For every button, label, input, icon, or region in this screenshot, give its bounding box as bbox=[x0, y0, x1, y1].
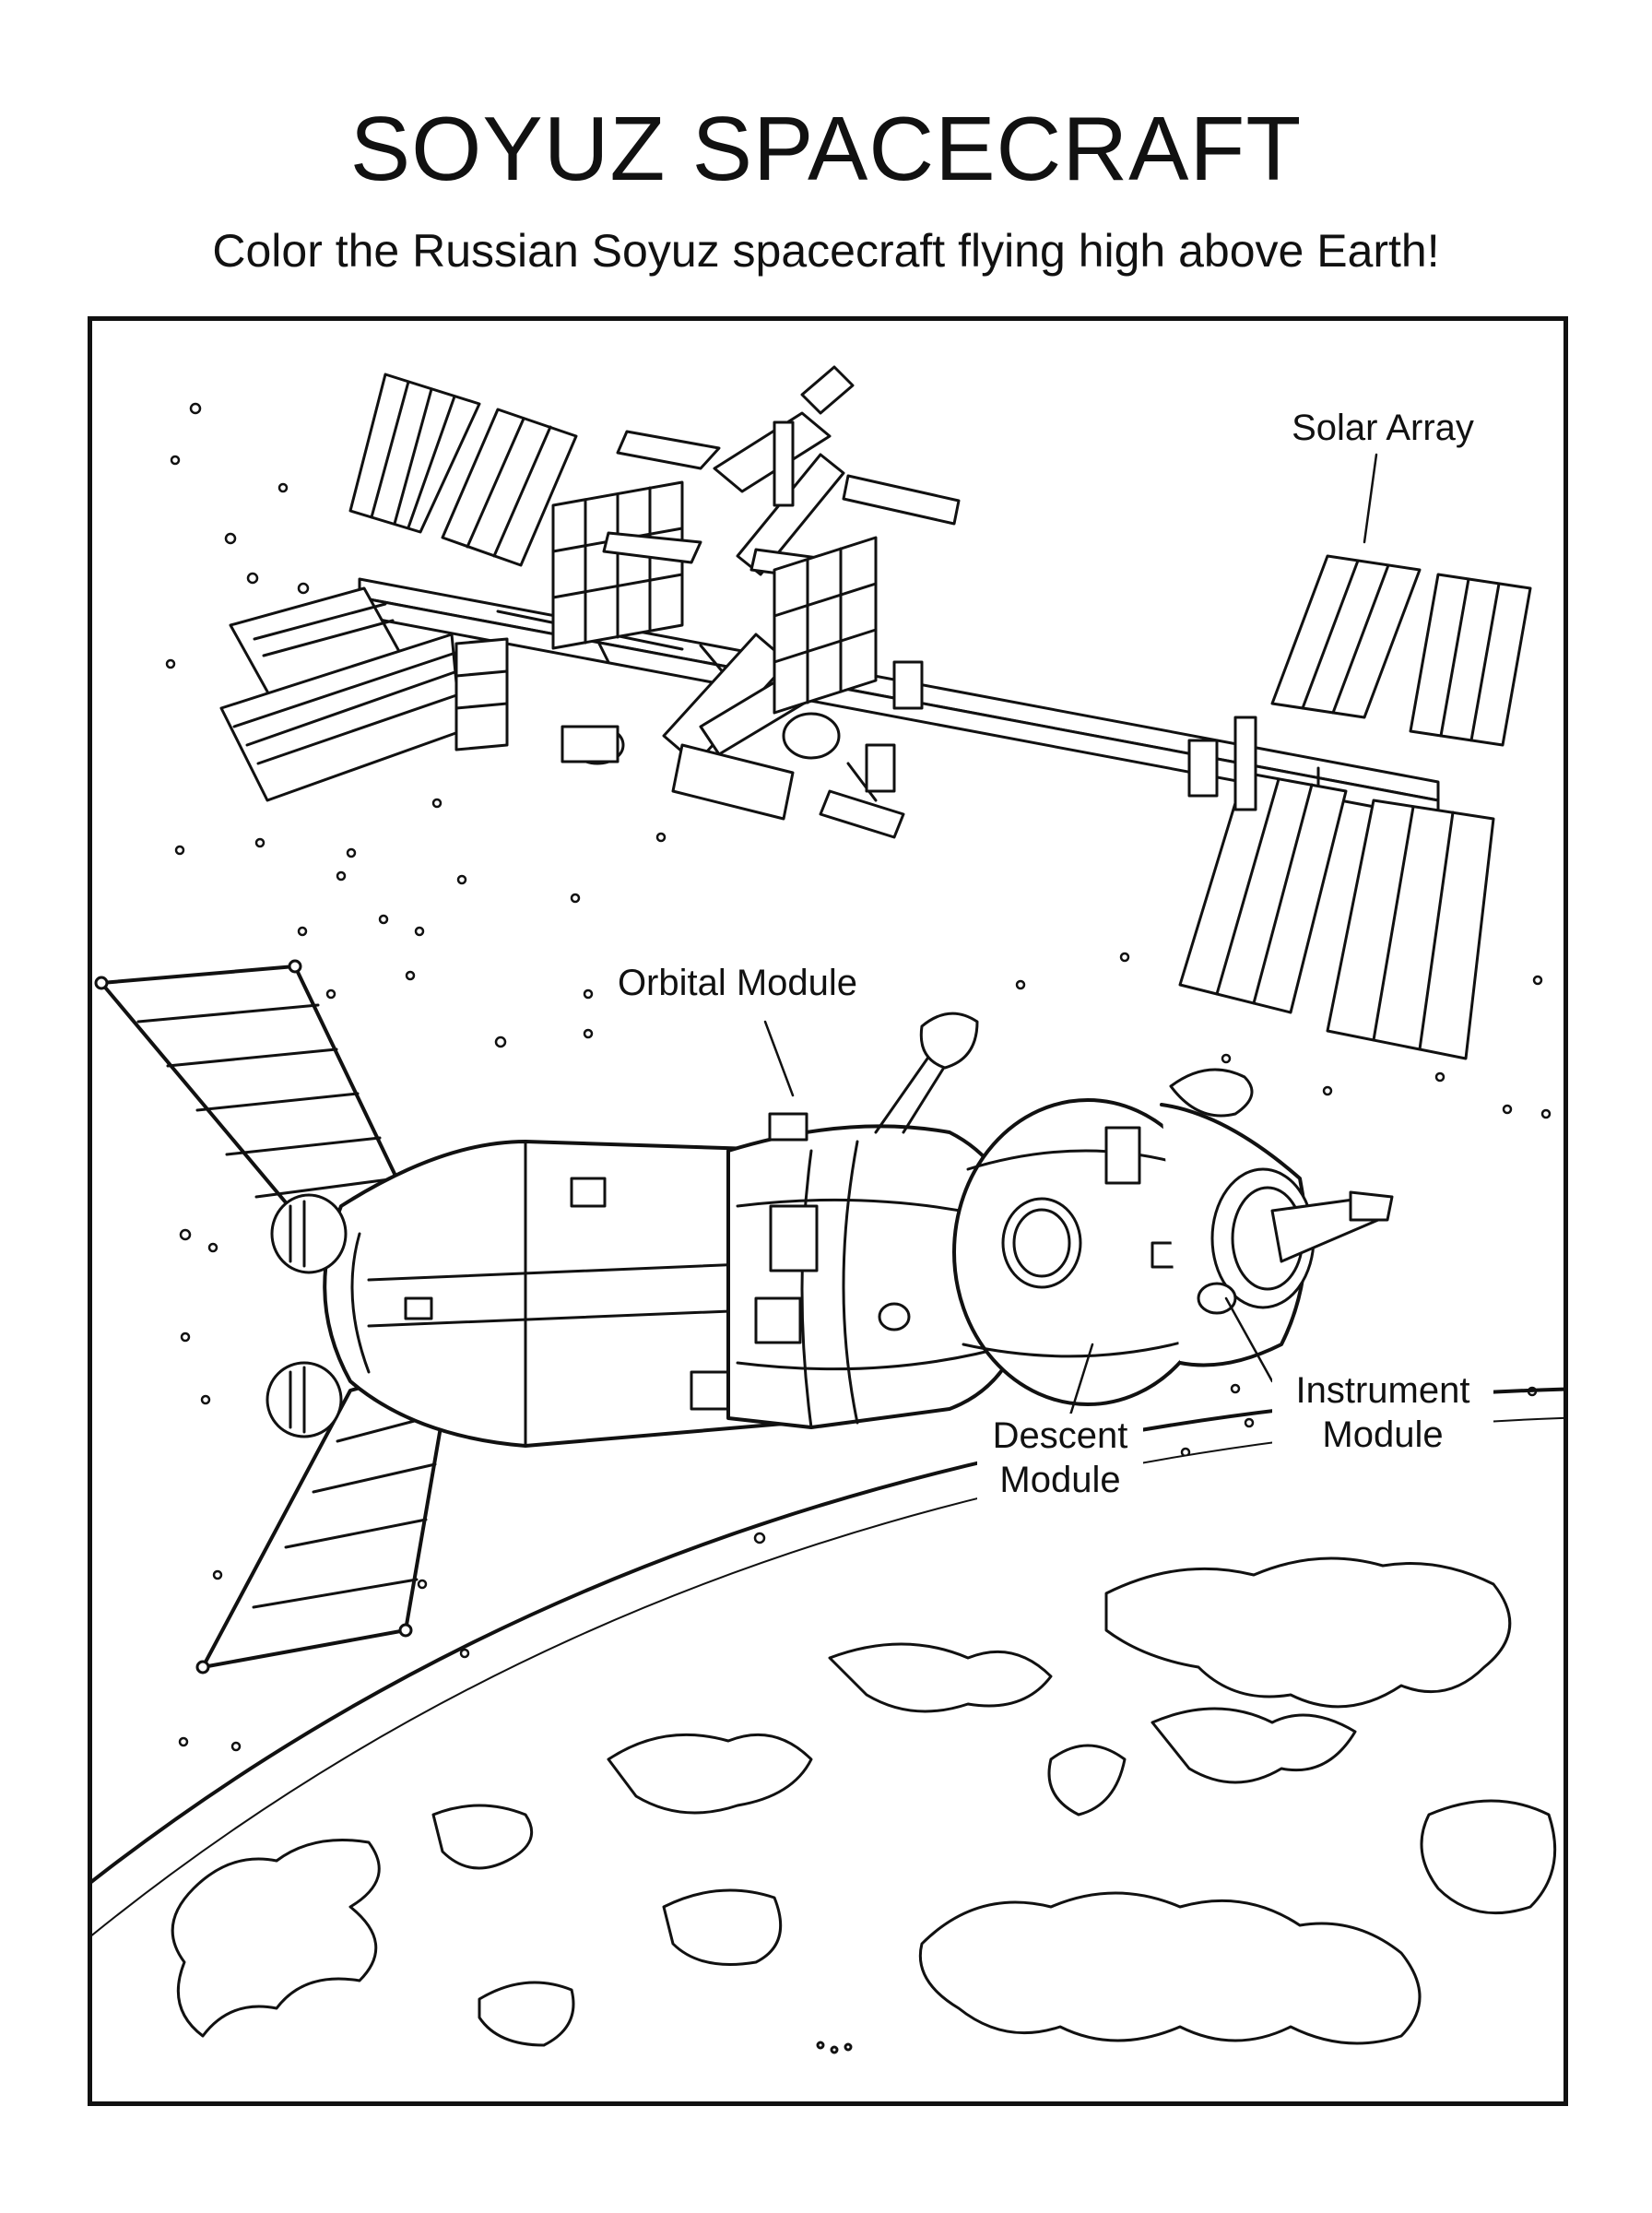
station-radiator-right bbox=[773, 536, 924, 793]
space-station bbox=[219, 365, 1532, 1060]
illustration-frame: Solar Array Orbital Module Descent Modul… bbox=[88, 316, 1568, 2106]
soyuz-solar-panel-upper bbox=[94, 959, 407, 1226]
soyuz-descent-module bbox=[952, 1098, 1223, 1406]
station-radiator-left bbox=[454, 480, 684, 751]
label-leader-lines bbox=[763, 453, 1378, 1420]
soyuz-spacecraft bbox=[94, 959, 1394, 1675]
station-solar-panel-lower-right bbox=[1178, 716, 1495, 1060]
label-descent-module-line1: Descent bbox=[992, 1415, 1128, 1456]
label-instrument-module-line1: Instrument bbox=[1295, 1370, 1470, 1411]
label-descent-module-line2: Module bbox=[999, 1460, 1121, 1500]
page-subtitle: Color the Russian Soyuz spacecraft flyin… bbox=[212, 225, 1440, 277]
soyuz-antenna bbox=[874, 1012, 979, 1134]
label-orbital-module: Orbital Module bbox=[608, 961, 867, 1005]
coloring-illustration bbox=[92, 365, 1564, 2101]
label-descent-module: Descent Module bbox=[977, 1414, 1143, 1502]
label-instrument-module-line2: Module bbox=[1322, 1414, 1444, 1455]
earth bbox=[92, 1387, 1564, 2101]
label-instrument-module: Instrument Module bbox=[1272, 1368, 1493, 1457]
continents bbox=[171, 1556, 1557, 2054]
page-title: SOYUZ SPACECRAFT bbox=[349, 98, 1303, 199]
soyuz-instrument-module bbox=[1160, 1068, 1394, 1367]
station-solar-panel-upper-right bbox=[1270, 554, 1532, 747]
station-solar-panel-upper-left bbox=[348, 373, 578, 567]
label-solar-array: Solar Array bbox=[1277, 406, 1489, 450]
